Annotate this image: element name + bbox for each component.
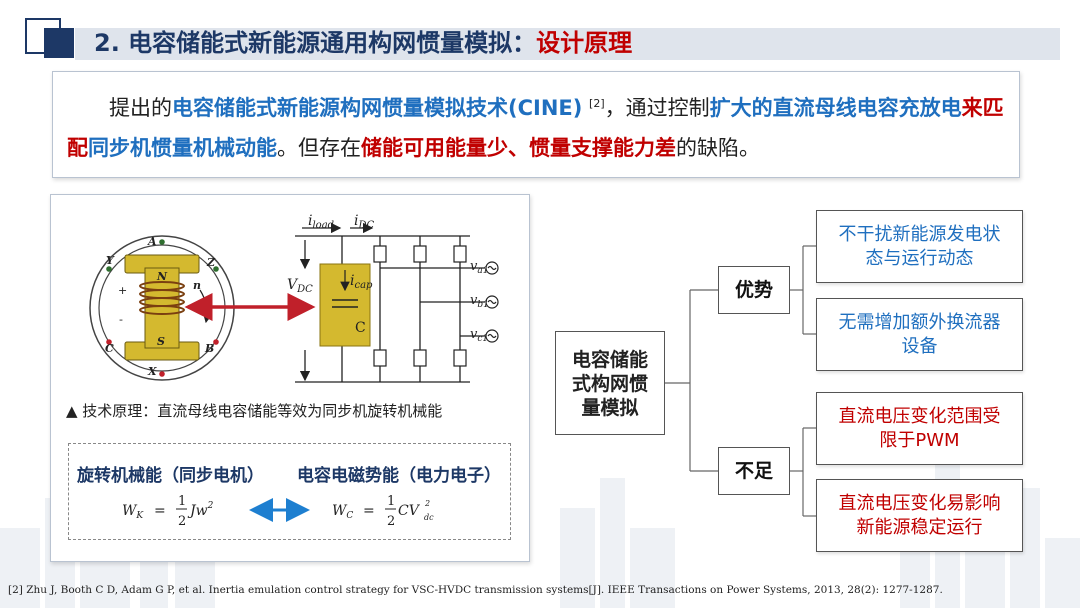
leaf-line: 直流电压变化范围受 [838,406,1001,427]
capacitor-label: C [355,320,366,336]
minus-sign: - [119,313,123,326]
leaf-line: 态与运行动态 [865,248,974,269]
dc-capacitor [319,263,371,347]
root-line: 量模拟 [581,397,639,419]
svg-text:WC: WC [332,503,353,521]
tree-root-node: 电容储能 式构网惯 量模拟 [555,331,665,435]
svg-text:Jw2: Jw2 [187,501,214,519]
phase-label: X [147,365,157,378]
intro-text: 提出的 [109,96,172,120]
speed-label: n [193,279,201,292]
leaf-line: 设备 [901,336,938,357]
intro-highlight: 扩大的直流母线电容充放电 [709,96,962,120]
capacitor-energy-formula: WC = 1 2 CV 2 dc [332,494,434,529]
advantage-item: 无需增加额外换流器 设备 [816,298,1023,371]
intro-highlight: 来匹配 [67,96,1004,160]
svg-text:1: 1 [178,494,186,509]
leaf-line: 无需增加额外换流器 [838,312,1001,333]
page-title: 2. 电容储能式新能源通用构网惯量模拟：设计原理 [94,27,632,59]
intro-text: 。但存在 [277,136,361,160]
diagram-caption: ▲ 技术原理：直流母线电容储能等效为同步机旋转机械能 [66,402,443,420]
pole-label: S [157,335,165,348]
root-line: 式构网惯 [571,373,648,395]
electromagnetic-energy-label: 电容电磁势能（电力电子） [297,466,501,486]
v-dc-label: VDC [287,277,313,295]
svg-text:2: 2 [387,514,395,529]
phase-label: Z [206,256,216,269]
intro-text: ，通过控制 [604,96,710,120]
svg-text:2: 2 [424,499,430,508]
title-decoration-square [44,28,74,58]
leaf-line: 新能源稳定运行 [856,517,983,538]
i-load-label: iload [308,213,334,231]
ac-source-icon [485,261,499,343]
synchronous-machine: A Y Z C B X N S n + - [89,235,235,381]
leaf-line: 限于PWM [879,430,960,451]
title-bar [75,28,1060,60]
i-dc-label: iDC [354,213,375,231]
leaf-line: 直流电压变化易影响 [838,493,1001,514]
root-line: 电容储能 [571,349,648,371]
svg-text:WK: WK [122,503,144,521]
intro-defect: 储能可用能量少、惯量支撑能力差 [361,136,676,160]
svg-text:CV: CV [398,503,421,519]
kinetic-energy-formula: WK = 1 2 Jw2 [122,494,214,529]
vc-label: vc1 [470,327,488,344]
disadvantage-item: 直流电压变化范围受 限于PWM [816,392,1023,465]
svg-text:dc: dc [424,513,434,522]
intro-cine-term: 电容储能式新能源构网惯量模拟技术(CINE) [172,96,583,120]
intro-text: 的缺陷。 [676,136,760,160]
phase-label: Y [106,254,115,267]
svg-text:=: = [154,503,166,519]
intro-box: 提出的电容储能式新能源构网惯量模拟技术(CINE) [2]，通过控制扩大的直流母… [52,71,1020,178]
disadvantage-item: 直流电压变化易影响 新能源稳定运行 [816,479,1023,552]
title-prefix: 2. 电容储能式新能源通用构网惯量模拟： [94,29,537,57]
svg-text:=: = [363,503,375,519]
formula-box [68,443,511,540]
title-highlight: 设计原理 [536,29,633,57]
kinetic-energy-label: 旋转机械能（同步电机） [77,466,264,486]
advantage-item: 不干扰新能源发电状 态与运行动态 [816,210,1023,283]
pole-label: N [156,270,168,283]
svg-text:2: 2 [178,514,186,529]
plus-sign: + [118,284,127,297]
advantage-node: 优势 [718,266,790,314]
rotor [124,254,213,361]
svg-text:1: 1 [387,494,395,509]
phase-label: B [204,342,214,355]
intro-citation: [2] [589,97,605,110]
reference-footnote: [2] Zhu J, Booth C D, Adam G P, et al. I… [8,584,943,596]
va-label: va1 [470,259,488,276]
leaf-line: 不干扰新能源发电状 [838,224,1001,245]
disadvantage-node: 不足 [718,447,790,495]
intro-highlight: 同步机惯量机械动能 [88,136,277,160]
switch-icon [373,245,467,367]
title-decoration-outline [25,18,61,54]
phase-label: C [105,342,114,355]
vb-label: vb1 [470,293,489,310]
phase-label: A [147,235,157,248]
tree-connectors [665,245,816,517]
